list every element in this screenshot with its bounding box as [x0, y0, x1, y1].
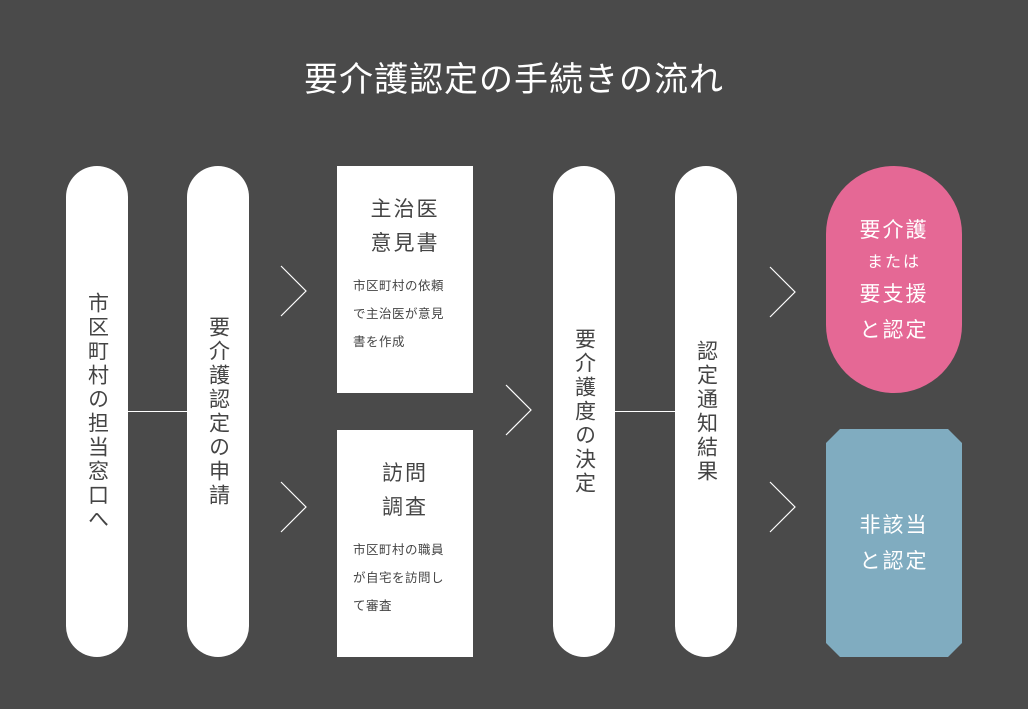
connector-line [128, 411, 187, 412]
description-line: 市区町村の職員 [353, 542, 445, 557]
result-line: 要支援 [859, 281, 929, 306]
card-doctor-opinion-heading: 主治医 意見書 [337, 192, 473, 260]
result-line: 非該当 [859, 513, 929, 537]
step-notification-label: 認定通知結果 [694, 339, 719, 484]
description-line: で主治医が意見 [353, 306, 445, 321]
card-home-visit: 訪問 調査 市区町村の職員 が自宅を訪問し て審査 [337, 430, 473, 657]
step-decision: 要介護度の決定 [553, 166, 615, 657]
page-title: 要介護認定の手続きの流れ [304, 60, 724, 100]
step-decision-label: 要介護度の決定 [572, 327, 597, 496]
step-application-label: 要介護認定の申請 [206, 315, 231, 508]
result-line: または [866, 251, 921, 271]
card-home-visit-description: 市区町村の職員 が自宅を訪問し て審査 [337, 536, 473, 620]
step-application: 要介護認定の申請 [187, 166, 249, 657]
result-not-applicable: 非該当 と認定 [826, 429, 962, 657]
card-doctor-opinion: 主治医 意見書 市区町村の依頼 で主治医が意見 書を作成 [337, 166, 473, 393]
chevron-right-icon [769, 266, 796, 318]
description-line: て審査 [353, 598, 393, 613]
chevron-right-icon [280, 481, 307, 533]
step-municipal-office-label: 市区町村の担当窓口へ [85, 291, 110, 532]
step-notification: 認定通知結果 [675, 166, 737, 657]
heading-line: 調査 [382, 495, 428, 519]
connector-line [615, 411, 675, 412]
step-municipal-office: 市区町村の担当窓口へ [66, 166, 128, 657]
result-care-needed: 要介護 または 要支援 と認定 [826, 166, 962, 393]
result-line: と認定 [859, 317, 929, 342]
card-home-visit-heading: 訪問 調査 [337, 456, 473, 524]
heading-line: 訪問 [382, 461, 428, 485]
heading-line: 主治医 [370, 197, 440, 221]
result-line: 要介護 [859, 217, 929, 242]
description-line: 市区町村の依頼 [353, 278, 445, 293]
chevron-right-icon [769, 481, 796, 533]
chevron-right-icon [505, 384, 532, 436]
description-line: が自宅を訪問し [353, 570, 445, 585]
chevron-right-icon [280, 265, 307, 317]
result-line: と認定 [859, 549, 929, 573]
description-line: 書を作成 [353, 334, 406, 349]
heading-line: 意見書 [370, 231, 440, 255]
card-doctor-opinion-description: 市区町村の依頼 で主治医が意見 書を作成 [337, 272, 473, 356]
